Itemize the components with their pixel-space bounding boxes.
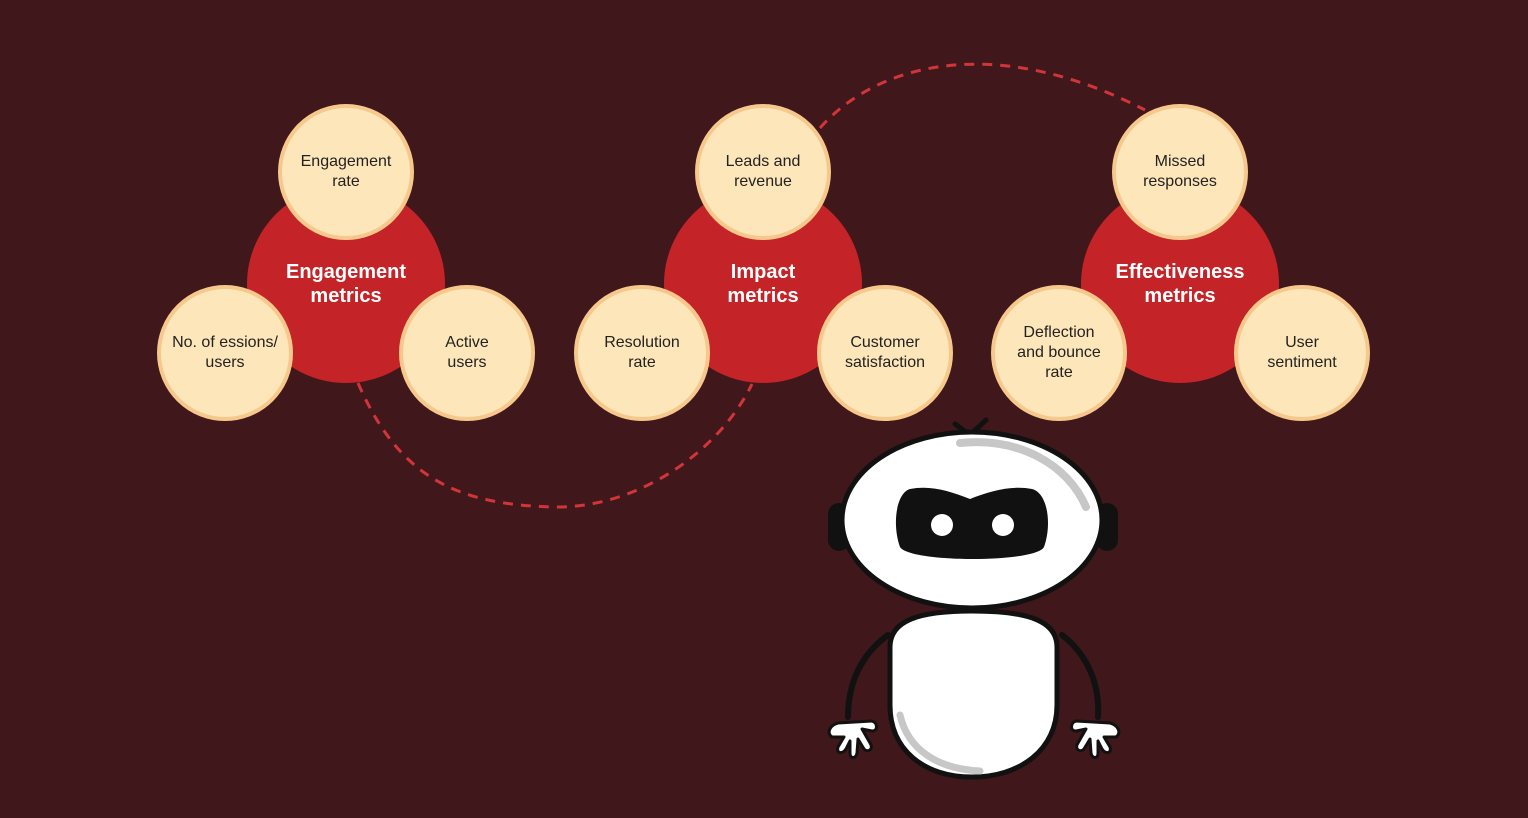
- node-label: Engagement rate: [300, 153, 392, 190]
- node-label: Deflection and bounce rate: [1017, 324, 1101, 381]
- node-deflection-bounce-rate: Deflection and bounce rate: [991, 285, 1127, 421]
- node-label: Customer satisfaction: [844, 334, 926, 371]
- node-user-sentiment: User sentiment: [1234, 285, 1370, 421]
- hub-title: Engagement metrics: [285, 261, 407, 307]
- node-label: Resolution rate: [604, 334, 680, 371]
- node-label: User sentiment: [1267, 334, 1337, 371]
- node-label: No. of essions/ users: [172, 334, 278, 371]
- node-sessions-users: No. of essions/ users: [157, 285, 293, 421]
- node-missed-responses: Missed responses: [1112, 104, 1248, 240]
- node-label: Missed responses: [1143, 153, 1217, 190]
- node-active-users: Active users: [399, 285, 535, 421]
- node-label: Active users: [445, 334, 489, 371]
- hub-title: Impact metrics: [727, 261, 799, 307]
- node-label: Leads and revenue: [725, 153, 801, 190]
- node-customer-satisfaction: Customer satisfaction: [817, 285, 953, 421]
- node-leads-revenue: Leads and revenue: [695, 104, 831, 240]
- hub-title: Effectiveness metrics: [1115, 261, 1245, 307]
- node-resolution-rate: Resolution rate: [574, 285, 710, 421]
- robot-icon: [827, 417, 1121, 780]
- node-engagement-rate: Engagement rate: [278, 104, 414, 240]
- connector-path: [356, 62, 1146, 509]
